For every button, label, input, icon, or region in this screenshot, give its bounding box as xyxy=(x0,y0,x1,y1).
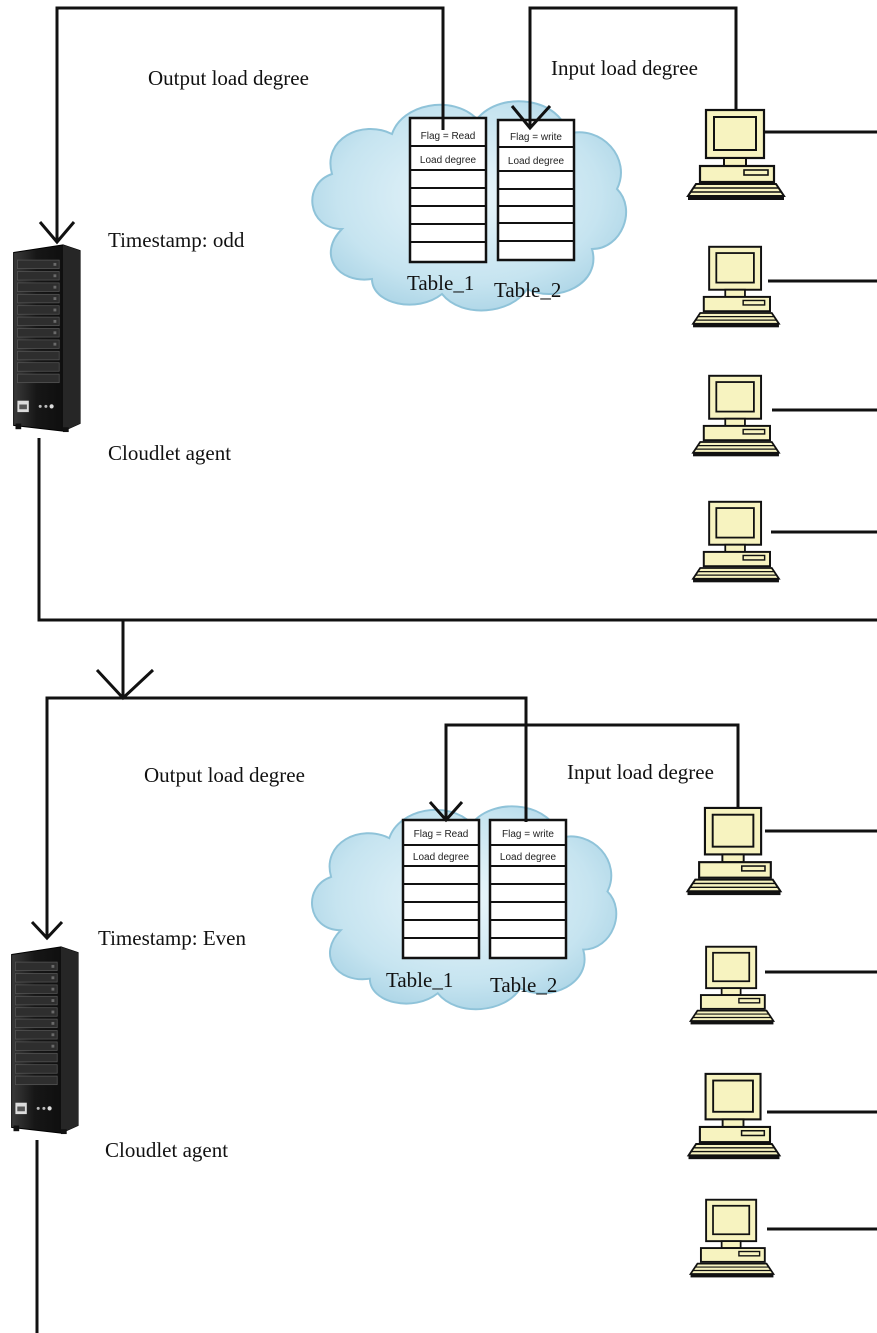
bottom-output-load-label: Output load degree xyxy=(144,763,305,787)
top-table-1: Flag = Read Load degree xyxy=(408,116,488,264)
desktop-computer-icon xyxy=(687,1072,781,1161)
top-section: Flag = Read Load degree Flag = write Loa… xyxy=(13,6,877,701)
top-connectors xyxy=(37,6,877,701)
bottom-table-1-load: Load degree xyxy=(413,852,470,863)
top-table-2-name: Table_2 xyxy=(494,278,562,302)
desktop-computer-icon xyxy=(689,945,775,1026)
desktop-computer-icon xyxy=(691,374,781,458)
desktop-computer-icon xyxy=(689,1198,775,1279)
bottom-table-1: Flag = Read Load degree xyxy=(401,818,481,960)
desktop-computer-icon xyxy=(686,806,782,897)
bottom-section: Flag = Read Load degree Flag = write Loa… xyxy=(11,696,877,1333)
top-table-1-load: Load degree xyxy=(420,155,477,166)
bottom-agent-label: Cloudlet agent xyxy=(105,1138,229,1162)
top-table-2-flag: Flag = write xyxy=(510,132,562,143)
server-tower-icon xyxy=(11,946,79,1135)
bottom-timestamp-label: Timestamp: Even xyxy=(98,926,246,950)
bottom-table-2-name: Table_2 xyxy=(490,973,558,997)
desktop-computer-icon xyxy=(691,500,781,584)
top-timestamp-label: Timestamp: odd xyxy=(108,228,245,252)
top-table-1-name: Table_1 xyxy=(407,271,475,295)
top-table-1-flag: Flag = Read xyxy=(421,131,476,142)
top-table-2-load: Load degree xyxy=(508,156,565,167)
bottom-table-2: Flag = write Load degree xyxy=(488,818,568,960)
bottom-input-load-label: Input load degree xyxy=(567,760,714,784)
top-output-load-label: Output load degree xyxy=(148,66,309,90)
bottom-connectors xyxy=(30,696,877,1333)
bottom-table-2-load: Load degree xyxy=(500,852,557,863)
bottom-table-1-flag: Flag = Read xyxy=(414,829,469,840)
desktop-computer-icon xyxy=(686,108,786,202)
bottom-table-2-flag: Flag = write xyxy=(502,829,554,840)
server-tower-icon xyxy=(13,244,81,433)
top-input-load-label: Input load degree xyxy=(551,56,698,80)
desktop-computer-icon xyxy=(691,245,781,329)
top-table-2: Flag = write Load degree xyxy=(496,118,576,262)
bottom-table-1-name: Table_1 xyxy=(386,968,454,992)
top-agent-label: Cloudlet agent xyxy=(108,441,232,465)
